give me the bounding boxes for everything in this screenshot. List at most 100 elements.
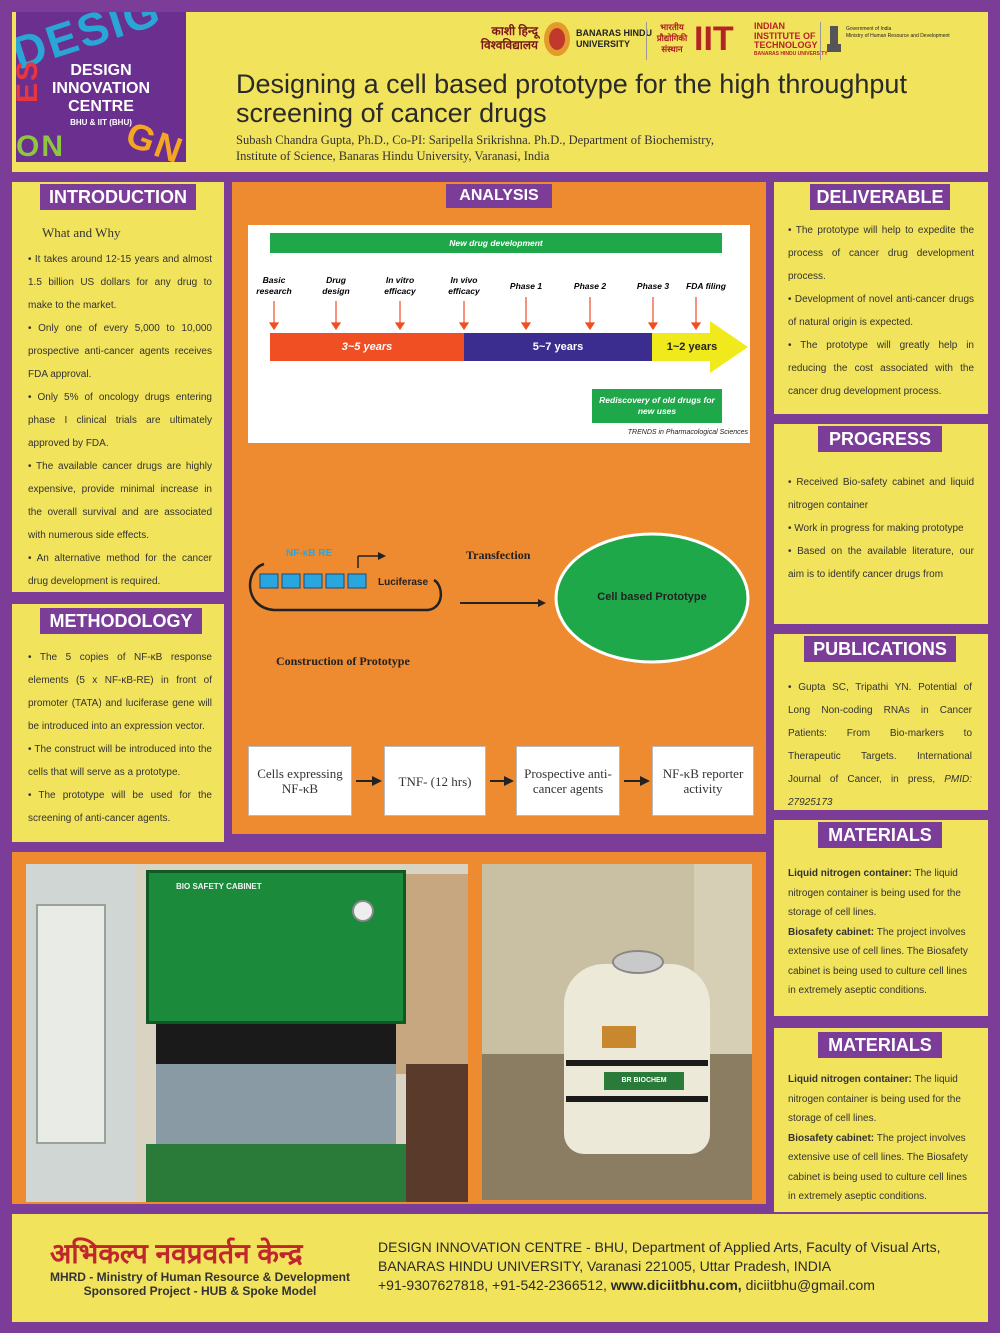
stage-basic-research: Basic research (256, 275, 292, 296)
footer-address: DESIGN INNOVATION CENTRE - BHU, Departme… (378, 1238, 978, 1295)
nfkb-re-label: NF-κB RE (286, 548, 333, 559)
iit-hindi-text: भारतीय प्रौद्योगिकी संस्थान (652, 22, 692, 55)
footer-website-link[interactable]: www.diciitbhu.com, (610, 1277, 742, 1293)
iit-hindi-line-1: भारतीय (660, 22, 684, 32)
deliverable-heading: DELIVERABLE (810, 184, 950, 210)
flow-arrows (356, 776, 650, 786)
authors: Subash Chandra Gupta, Ph.D., Co-PI: Sari… (236, 132, 976, 164)
stage-fda-filing: FDA filing (686, 281, 726, 291)
progress-bullet-1: Received Bio-safety cabinet and liquid n… (788, 471, 974, 517)
design-innovation-centre-logo: DESIG ES GN ON DESIGN INNOVATION CENTRE … (16, 12, 186, 162)
material-item-cabinet-1: Biosafety cabinet: The project involves … (788, 923, 972, 1001)
deliverable-list: The prototype will help to expedite the … (788, 219, 974, 403)
photo-counter (406, 1064, 468, 1202)
deliverable-panel: DELIVERABLE The prototype will help to e… (774, 182, 988, 414)
poster-footer: अभिकल्प नवप्रवर्तन केन्द्र MHRD - Minist… (12, 1214, 988, 1322)
progress-heading: PROGRESS (818, 426, 942, 452)
intro-bullet-1: It takes around 12-15 years and almost 1… (28, 248, 212, 317)
material-desc-nitrogen-1: The liquid nitrogen container is being u… (788, 868, 961, 918)
flow-step-4: NF-κB reporter activity (652, 746, 754, 816)
footer-mhrd: MHRD - Ministry of Human Resource & Deve… (38, 1270, 362, 1298)
cabinet-base (146, 1144, 406, 1202)
publication-text: Gupta SC, Tripathi YN. Potential of Long… (788, 682, 973, 785)
footer-hindi-title: अभिकल्प नवप्रवर्तन केन्द्र (50, 1238, 303, 1269)
method-bullet-3: The prototype will be used for the scree… (28, 784, 212, 830)
period-5-7-years: 5~7 years (532, 341, 584, 353)
materials-text-2: Liquid nitrogen container: The liquid ni… (788, 1070, 974, 1207)
cabinet-gauge (352, 900, 374, 922)
deliverable-bullet-1: The prototype will help to expedite the … (788, 219, 974, 288)
nitrogen-container-body (564, 964, 710, 1154)
goi-text: Government of India Ministry of Human Re… (846, 26, 978, 40)
footer-address-line-1: DESIGN INNOVATION CENTRE - BHU, Departme… (378, 1239, 941, 1255)
title-line-1: Designing a cell based prototype for the… (236, 69, 907, 99)
goi-line-2: Ministry of Human Resource and Developme… (846, 33, 950, 39)
deliverable-bullet-2: Development of novel anti-cancer drugs o… (788, 288, 974, 334)
stage-drug-design: Drug design (322, 275, 350, 296)
material-desc-cabinet-2: The project involves extensive use of ce… (788, 1132, 968, 1203)
iit-english-line-3: TECHNOLOGY (754, 40, 818, 50)
iit-hindi-line-2: प्रौद्योगिकी (656, 33, 688, 43)
progress-list: Received Bio-safety cabinet and liquid n… (788, 471, 974, 611)
stage-phase-3: Phase 3 (636, 281, 670, 291)
iit-english-line-1: INDIAN (754, 21, 785, 31)
iit-english-line-2: INSTITUTE OF (754, 30, 816, 41)
container-label: BR BIOCHEM (604, 1072, 684, 1090)
methodology-list: The 5 copies of NF-κB response elements … (28, 646, 212, 830)
analysis-heading: ANALYSIS (446, 184, 552, 208)
material-label-cabinet-2: Biosafety cabinet: (788, 1132, 875, 1144)
poster-title: Designing a cell based prototype for the… (236, 70, 976, 128)
materials-heading-1: MATERIALS (818, 822, 942, 848)
materials-panel-2: MATERIALS Liquid nitrogen container: The… (774, 1028, 988, 1212)
iit-hindi-line-3: संस्थान (661, 44, 683, 54)
introduction-heading: INTRODUCTION (40, 184, 196, 210)
timeline-banner: New drug development (270, 233, 722, 253)
construction-caption: Construction of Prototype (276, 654, 410, 668)
footer-address-line-2: BANARAS HINDU UNIVERSITY, Varanasi 22100… (378, 1258, 832, 1274)
logo-divider-2 (820, 22, 821, 60)
material-label-cabinet-1: Biosafety cabinet: (788, 926, 875, 938)
introduction-list: It takes around 12-15 years and almost 1… (28, 248, 212, 593)
publication-entry: • Gupta SC, Tripathi YN. Potential of Lo… (788, 682, 973, 808)
biosafety-cabinet-photo: BIO SAFETY CABINET (26, 864, 468, 1202)
container-strap-1 (566, 1060, 708, 1066)
title-line-2: screening of cancer drugs (236, 98, 547, 128)
stage-phase-2: Phase 2 (573, 281, 607, 291)
materials-heading-2: MATERIALS (818, 1032, 942, 1058)
bhu-english-line-2: UNIVERSITY (576, 39, 631, 49)
deliverable-bullet-3: The prototype will greatly help in reduc… (788, 334, 974, 403)
authors-line-1: Subash Chandra Gupta, Ph.D., Co-PI: Sari… (236, 133, 714, 147)
stage-in-vivo: In vivo efficacy (448, 275, 480, 296)
footer-phones: +91-9307627818, +91-542-2366512, (378, 1277, 607, 1293)
flow-step-2: TNF- (12 hrs) (384, 746, 486, 816)
stage-phase-1: Phase 1 (509, 281, 543, 291)
logo-divider (646, 22, 647, 60)
publications-panel: PUBLICATIONS • Gupta SC, Tripathi YN. Po… (774, 634, 988, 810)
flow-step-1: Cells expressing NF-κB (248, 746, 352, 816)
partner-logos: काशी हिन्दू विश्वविद्यालय BANARAS HINDU … (480, 20, 980, 64)
progress-bullet-3: Based on the available literature, our a… (788, 540, 974, 586)
rediscovery-box: Rediscovery of old drugs for new uses (592, 389, 722, 423)
nitrogen-container-photo: BR BIOCHEM (482, 864, 752, 1200)
bhu-emblem-icon (544, 22, 570, 56)
luciferase-label: Luciferase (378, 577, 429, 588)
timeline-source: TRENDS in Pharmacological Sciences (627, 429, 748, 436)
logo-line-4: BHU & IIT (BHU) (70, 118, 132, 127)
iit-english-text: INDIAN INSTITUTE OF TECHNOLOGY BANARAS H… (754, 21, 828, 58)
emblem-of-india-icon (827, 26, 841, 52)
photo-shelf (36, 904, 106, 1144)
progress-bullet-2: Work in progress for making prototype (788, 517, 974, 540)
timeline-arrows-graphic (268, 297, 748, 373)
publication-pmid: PMID: 27925173 (788, 774, 972, 808)
bhu-hindi-text: काशी हिन्दू विश्वविद्यालय (480, 24, 538, 52)
material-item-cabinet-2: Biosafety cabinet: The project involves … (788, 1129, 974, 1207)
material-desc-nitrogen-2: The liquid nitrogen container is being u… (788, 1074, 961, 1124)
introduction-subheading: What and Why (42, 225, 121, 240)
authors-line-2: Institute of Science, Banaras Hindu Univ… (236, 149, 550, 163)
logo-line-2: INNOVATION (51, 80, 151, 97)
bhu-hindi-line-2: विश्वविद्यालय (480, 38, 538, 52)
stage-in-vitro: In vitro efficacy (384, 275, 416, 296)
footer-email-link[interactable]: diciitbhu@gmail.com (745, 1277, 875, 1293)
intro-bullet-2: Only one of every 5,000 to 10,000 prospe… (28, 317, 212, 386)
container-strap-2 (566, 1096, 708, 1102)
